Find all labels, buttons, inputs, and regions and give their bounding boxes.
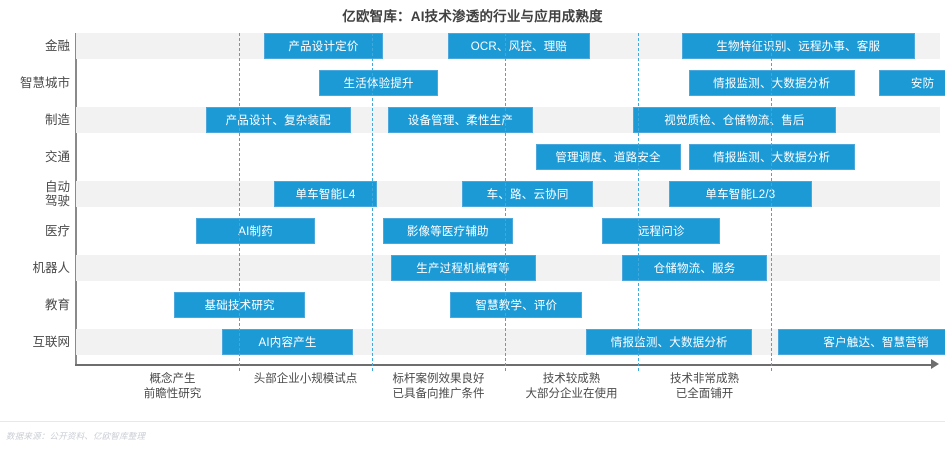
- y-axis-label-交通: 交通: [44, 150, 70, 164]
- gridline-stage-3: [505, 33, 506, 371]
- bar-segment[interactable]: 车、路、云协同: [462, 181, 593, 207]
- y-axis-label-line1: 自动: [44, 180, 70, 194]
- stage-label-line2: 前瞻性研究: [143, 388, 202, 400]
- stage-label-line2: 大部分企业在使用: [525, 388, 618, 400]
- bar-segment[interactable]: 安防: [878, 70, 945, 96]
- x-axis-stage-label-3: 标杆案例效果良好已具备向推广条件: [393, 372, 485, 402]
- bar-segment[interactable]: 智慧教学、评价: [450, 292, 583, 318]
- x-axis-stage-label-5: 技术非常成熟已全面铺开: [670, 372, 739, 402]
- stage-label-line2: 已具备向推广条件: [392, 388, 485, 400]
- gridline-stage-1: [239, 33, 240, 371]
- chart-row: 生活体验提升情报监测、大数据分析安防: [76, 70, 945, 96]
- bar-segment[interactable]: 管理调度、道路安全: [535, 144, 681, 170]
- x-axis-arrow-icon: [931, 359, 939, 369]
- chart-row: AI制药 影像等医疗辅助 远程问诊: [76, 218, 940, 244]
- y-axis-label-医疗: 医疗: [44, 224, 70, 238]
- footer-divider: [0, 421, 945, 422]
- x-axis-line: [75, 364, 933, 366]
- chart-row: 生产过程机械臂等 仓储物流、服务: [76, 255, 940, 281]
- y-axis-label-教育: 教育: [44, 298, 70, 312]
- y-axis-label-制造: 制造: [44, 113, 70, 127]
- bar-segment[interactable]: 单车智能L4: [273, 181, 378, 207]
- bar-segment[interactable]: 设备管理、柔性生产: [387, 107, 533, 133]
- gridline-stage-2: [372, 33, 373, 371]
- stage-label-line1: 技术非常成熟: [670, 373, 739, 385]
- stage-label-line1: 技术较成熟: [542, 373, 601, 385]
- bar-segment[interactable]: 客户触达、智慧营销: [777, 329, 945, 355]
- gridline-stage-5: [771, 33, 772, 371]
- stage-label-line1: 概念产生: [149, 373, 196, 385]
- bar-segment[interactable]: 视觉质检、仓储物流、售后: [632, 107, 837, 133]
- y-axis-label-智慧城市: 智慧城市: [19, 76, 70, 90]
- y-axis-label-line2: 驾驶: [44, 194, 70, 208]
- x-axis-stage-label-2: 头部企业小规模试点: [254, 372, 358, 387]
- x-axis-stage-label-1: 概念产生前瞻性研究: [144, 372, 202, 402]
- stage-label-line1: 头部企业小规模试点: [253, 373, 358, 385]
- chart-title: 亿欧智库：AI技术渗透的行业与应用成熟度: [342, 9, 603, 24]
- chart-row: AI内容产生 情报监测、大数据分析客户触达、智慧营销: [76, 329, 945, 355]
- bar-segment[interactable]: 情报监测、大数据分析: [586, 329, 753, 355]
- y-axis-label-金融: 金融: [44, 39, 70, 53]
- bar-segment[interactable]: 影像等医疗辅助: [382, 218, 513, 244]
- stage-label-line1: 标杆案例效果良好: [392, 373, 485, 385]
- bar-segment[interactable]: 生物特征识别、远程办事、客服: [681, 33, 915, 59]
- bar-segment[interactable]: 远程问诊: [602, 218, 721, 244]
- chart-row: 单车智能L4 车、路、云协同 单车智能L2/3: [76, 181, 940, 207]
- bar-segment[interactable]: AI内容产生: [221, 329, 354, 355]
- chart-row: 产品设计、复杂装配 设备管理、柔性生产 视觉质检、仓储物流、售后: [76, 107, 940, 133]
- chart-row: 产品设计定价 OCR、风控、理赔 生物特征识别、远程办事、客服: [76, 33, 940, 59]
- y-axis-label-互联网: 互联网: [32, 335, 70, 349]
- bar-segment[interactable]: 仓储物流、服务: [622, 255, 767, 281]
- bar-segment[interactable]: 生产过程机械臂等: [390, 255, 536, 281]
- x-axis-stage-label-4: 技术较成熟大部分企业在使用: [526, 372, 618, 402]
- bar-segment[interactable]: 生活体验提升: [318, 70, 439, 96]
- chart-row: 管理调度、道路安全情报监测、大数据分析: [76, 144, 940, 170]
- gridline-stage-4: [638, 33, 639, 371]
- bar-segment[interactable]: 单车智能L2/3: [668, 181, 813, 207]
- chart-row: 基础技术研究智慧教学、评价: [76, 292, 940, 318]
- y-axis-label-机器人: 机器人: [32, 261, 70, 275]
- bar-segment[interactable]: 产品设计定价: [264, 33, 383, 59]
- bar-segment[interactable]: OCR、风控、理赔: [447, 33, 591, 59]
- stage-label-line2: 已全面铺开: [675, 388, 734, 400]
- y-axis-label-自动驾驶: 自动驾驶: [0, 180, 70, 208]
- source-note: 数据来源：公开资料、亿欧智库整理: [6, 431, 146, 441]
- bar-segment[interactable]: 产品设计、复杂装配: [205, 107, 351, 133]
- bar-segment[interactable]: AI制药: [196, 218, 315, 244]
- y-axis-line: [75, 33, 77, 365]
